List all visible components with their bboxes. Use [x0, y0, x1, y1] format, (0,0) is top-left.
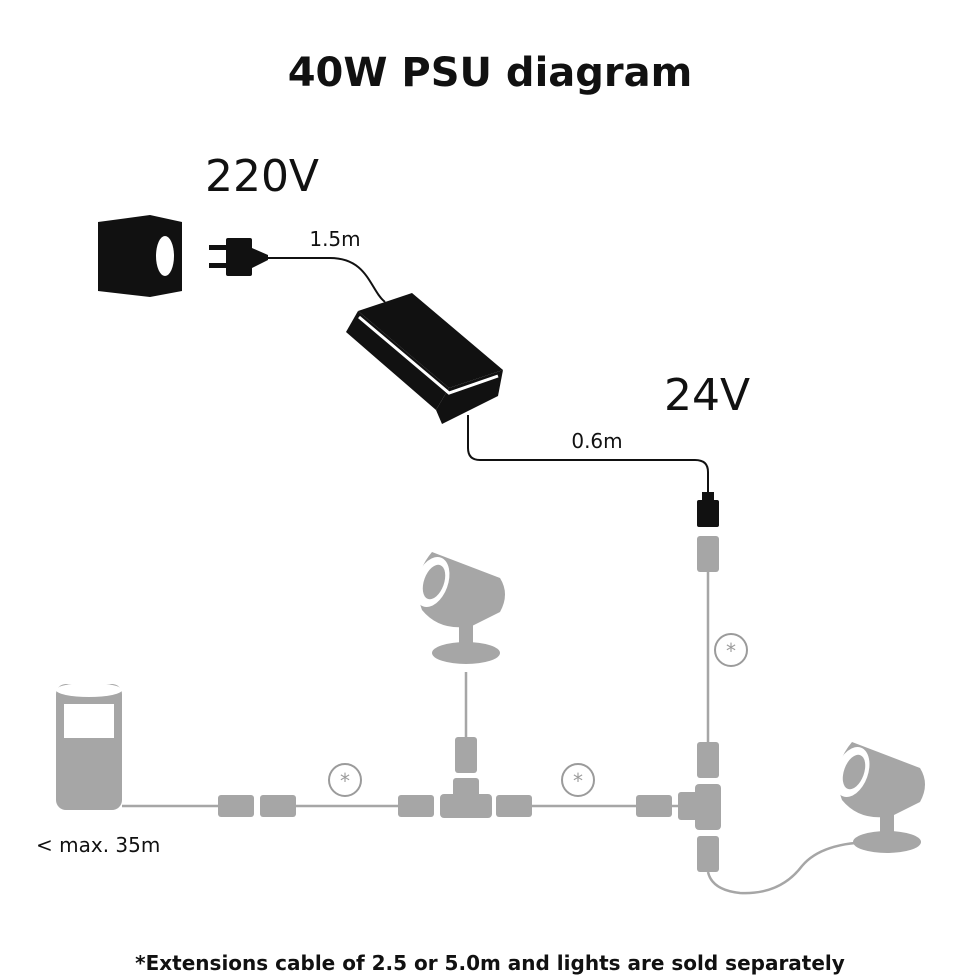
diagram-title: 40W PSU diagram [288, 50, 693, 96]
cable-connector-pair [218, 795, 296, 817]
middle-branch-cable [455, 672, 477, 773]
output-voltage-label: 24V [664, 370, 750, 421]
extension-cable-marker-icon: * [714, 633, 748, 667]
wall-socket-icon [98, 215, 182, 297]
input-voltage-label: 220V [205, 151, 319, 202]
bollard-light-icon [56, 683, 122, 810]
input-cable-length: 1.5m [309, 227, 360, 251]
power-supply-unit-icon [346, 293, 503, 424]
input-cable [268, 257, 386, 303]
output-cable-length: 0.6m [571, 429, 622, 453]
vertical-extension-cable [697, 536, 719, 778]
extension-cable-marker-icon: * [328, 763, 362, 797]
t-connector-icon [678, 784, 721, 830]
svg-text:*: * [726, 639, 736, 663]
svg-text:*: * [573, 769, 583, 793]
output-cable [467, 415, 709, 496]
cable-connector [636, 795, 672, 817]
svg-text:*: * [340, 769, 350, 793]
spot-light-icon [834, 742, 925, 853]
spot-light-icon [414, 552, 505, 664]
t-connector-icon [398, 778, 532, 818]
dc-connector-icon [697, 492, 719, 527]
power-plug-icon [209, 238, 268, 276]
extension-cable-marker-icon: * [561, 763, 595, 797]
max-run-label: < max. 35m [36, 833, 160, 857]
lower-branch-cable [697, 836, 876, 895]
footnote: *Extensions cable of 2.5 or 5.0m and lig… [135, 951, 845, 975]
